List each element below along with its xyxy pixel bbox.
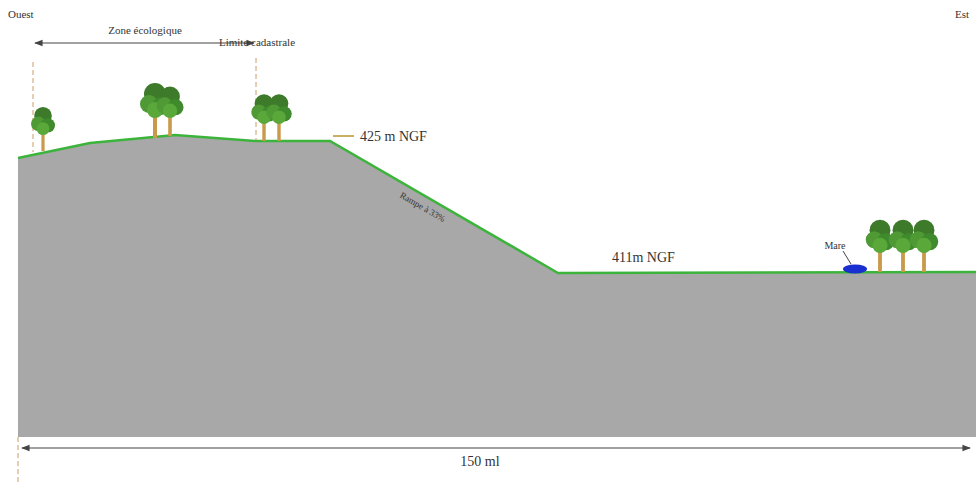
tree xyxy=(866,220,895,272)
tree-trunk xyxy=(901,251,905,272)
tree-trunk xyxy=(277,122,280,141)
leader-line xyxy=(843,251,851,264)
tree-crown xyxy=(872,238,887,253)
tree-trunk xyxy=(41,133,44,151)
elevation-label: 411m NGF xyxy=(612,250,675,265)
tree xyxy=(31,107,55,151)
tree xyxy=(910,220,939,272)
tree-crown xyxy=(916,238,931,253)
tree-trunk xyxy=(153,116,157,138)
tree xyxy=(157,87,184,137)
tree-trunk xyxy=(922,251,926,272)
boundary-label: Limite cadastrale xyxy=(219,36,295,48)
dimension-label: 150 ml xyxy=(460,454,499,469)
ground xyxy=(18,135,976,437)
level-tick xyxy=(333,135,354,137)
tree-crown xyxy=(37,122,50,135)
tree-crown xyxy=(272,110,286,124)
dimension-arrow xyxy=(22,447,970,448)
tree-trunk xyxy=(262,122,265,141)
tree-trunk xyxy=(168,116,172,136)
pond xyxy=(843,265,867,274)
elevation-label: 425 m NGF xyxy=(360,129,427,144)
tree-trunk xyxy=(878,251,882,272)
pond-label: Mare xyxy=(824,240,845,251)
tree xyxy=(266,94,292,141)
direction-label: Est xyxy=(955,8,969,20)
ground-line xyxy=(18,135,976,273)
direction-label: Ouest xyxy=(8,8,34,20)
limit-line xyxy=(18,437,19,484)
limit-line xyxy=(33,62,34,152)
zone-label: Zone écologique xyxy=(108,24,182,36)
tree-crown xyxy=(163,104,177,118)
tree-crown xyxy=(895,238,910,253)
